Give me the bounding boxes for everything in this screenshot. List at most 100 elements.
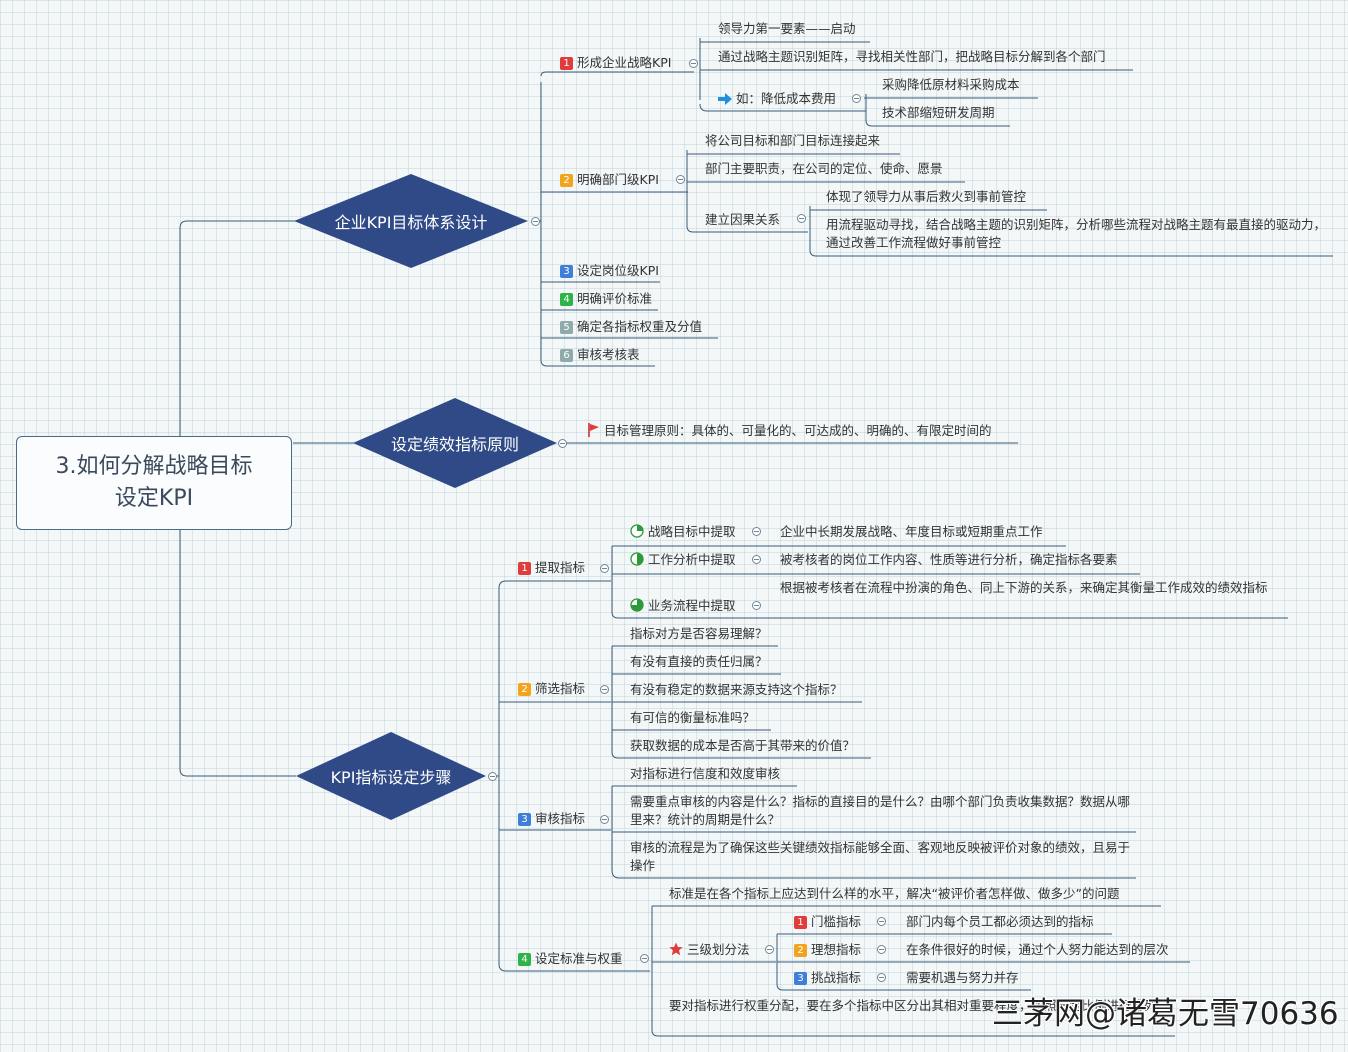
topic-label: 确定各指标权重及分值 [577,319,703,334]
collapse-toggle-icon[interactable] [689,59,698,68]
topic-review-process[interactable]: 审核的流程是为了确保这些关键绩效指标能够全面、客观地反映被评价对象的绩效，且易于… [630,840,1131,873]
collapse-toggle-icon[interactable] [600,685,609,694]
topic-question[interactable]: 获取数据的成本是否高于其带来的价值？ [630,738,856,753]
collapse-toggle-icon[interactable] [600,564,609,573]
branch-diamond-1[interactable] [294,174,528,268]
topic-from-job[interactable]: 工作分析中提取 [630,551,736,569]
collapse-toggle-icon[interactable] [752,527,761,536]
topic-connect-goals[interactable]: 将公司目标和部门目标连接起来 [705,133,881,148]
topic-label: 门槛指标 [811,914,862,929]
priority-2-badge: 2 [518,683,531,696]
collapse-toggle-icon[interactable] [797,214,806,223]
branch-diamond-2[interactable] [353,398,557,488]
topic-from-process[interactable]: 业务流程中提取 [630,597,736,615]
topic-question[interactable]: 有没有直接的责任归属？ [630,654,768,669]
topic-standard-weight[interactable]: 4 设定标准与权重 [518,950,623,968]
collapse-toggle-icon[interactable] [488,772,497,781]
topic-label: 如：降低成本费用 [736,91,837,106]
root-topic[interactable]: 3.如何分解战略目标 设定KPI [16,436,292,530]
priority-1-badge: 1 [794,916,807,929]
topic-label: 工作分析中提取 [648,552,736,567]
topic-label: 明确部门级KPI [577,172,659,187]
progress-quarter-icon [630,524,644,538]
topic-label: 形成企业战略KPI [577,55,672,70]
priority-4-badge: 4 [518,953,531,966]
priority-4-badge: 4 [560,293,573,306]
topic-from-strategy[interactable]: 战略目标中提取 [630,523,736,541]
branch-design[interactable]: 企业KPI目标体系设计 [294,174,528,268]
topic-process-desc[interactable]: 根据被考核者在流程中扮演的角色、同上下游的关系，来确定其衡量工作成效的绩效指标 [780,580,1268,595]
branch-design-label: 企业KPI目标体系设计 [334,213,488,232]
topic-causality[interactable]: 建立因果关系 [705,212,781,227]
collapse-toggle-icon[interactable] [640,954,649,963]
collapse-toggle-icon[interactable] [531,217,540,226]
topic-dept-duty[interactable]: 部门主要职责，在公司的定位、使命、愿景 [705,161,943,176]
topic-standard-def[interactable]: 标准是在各个指标上应达到什么样的水平，解决“被评价者怎样做、做多少”的问题 [669,886,1120,901]
collapse-toggle-icon[interactable] [877,945,886,954]
priority-5-badge: 5 [560,321,573,334]
collapse-toggle-icon[interactable] [558,439,567,448]
topic-reduce-cost[interactable]: 如：降低成本费用 [718,90,836,108]
topic-dept-kpi[interactable]: 2 明确部门级KPI [560,171,659,189]
topic-ideal-desc[interactable]: 在条件很好的时候，通过个人努力能达到的层次 [906,942,1169,957]
topic-review-content[interactable]: 需要重点审核的内容是什么？指标的直接目的是什么？由哪个部门负责收集数据？数据从哪… [630,794,1131,827]
topic-strategy-kpi[interactable]: 1 形成企业战略KPI [560,54,671,72]
topic-purchase-cost[interactable]: 采购降低原材料采购成本 [882,77,1020,92]
collapse-toggle-icon[interactable] [676,175,685,184]
topic-label: 理想指标 [811,942,862,957]
topic-label: 设定岗位级KPI [577,263,659,278]
branch-principle-label: 设定绩效指标原则 [390,435,519,454]
topic-label: 业务流程中提取 [648,598,736,613]
priority-3-badge: 3 [518,813,531,826]
collapse-toggle-icon[interactable] [877,917,886,926]
topic-label: 设定标准与权重 [535,951,623,966]
priority-1-badge: 1 [560,57,573,70]
collapse-toggle-icon[interactable] [877,973,886,982]
topic-reliability[interactable]: 对指标进行信度和效度审核 [630,766,781,781]
topic-label: 战略目标中提取 [648,524,736,539]
topic-job-desc[interactable]: 被考核者的岗位工作内容、性质等进行分析，确定指标各要素 [780,552,1118,567]
topic-threshold-desc[interactable]: 部门内每个员工都必须达到的指标 [906,914,1094,929]
topic-label: 目标管理原则：具体的、可量化的、可达成的、明确的、有限定时间的 [604,423,992,438]
collapse-toggle-icon[interactable] [600,815,609,824]
topic-question[interactable]: 指标对方是否容易理解？ [630,626,768,641]
branch-steps-label: KPI指标设定步骤 [330,768,452,787]
topic-question[interactable]: 有可信的衡量标准吗？ [630,710,756,725]
topic-leadership-control[interactable]: 体现了领导力从事后救火到事前管控 [826,189,1027,204]
collapse-toggle-icon[interactable] [765,945,774,954]
priority-6-badge: 6 [560,349,573,362]
topic-rd-cycle[interactable]: 技术部缩短研发周期 [882,105,995,120]
topic-process-driven[interactable]: 用流程驱动寻找，结合战略主题的识别矩阵，分析哪些流程对战略主题有最直接的驱动力，… [826,217,1327,250]
topic-three-level[interactable]: 三级划分法 [669,941,750,959]
topic-ideal[interactable]: 2 理想指标 [794,941,861,959]
topic-question[interactable]: 有没有稳定的数据来源支持这个指标？ [630,682,843,697]
priority-2-badge: 2 [560,174,573,187]
topic-weight-score[interactable]: 5 确定各指标权重及分值 [560,318,702,336]
topic-mbo-principle[interactable]: 目标管理原则：具体的、可量化的、可达成的、明确的、有限定时间的 [588,422,992,440]
topic-leadership-start[interactable]: 领导力第一要素——启动 [718,21,856,36]
topic-strategy-desc[interactable]: 企业中长期发展战略、年度目标或短期重点工作 [780,524,1043,539]
priority-2-badge: 2 [794,944,807,957]
topic-threshold[interactable]: 1 门槛指标 [794,913,861,931]
priority-3-badge: 3 [794,972,807,985]
topic-review-form[interactable]: 6 审核考核表 [560,346,640,364]
flag-icon [588,423,599,437]
branch-steps[interactable]: KPI指标设定步骤 [296,732,486,820]
collapse-toggle-icon[interactable] [752,601,761,610]
topic-label: 审核考核表 [577,347,640,362]
collapse-toggle-icon[interactable] [752,555,761,564]
topic-challenge-desc[interactable]: 需要机遇与努力并存 [906,970,1019,985]
topic-strategy-matrix[interactable]: 通过战略主题识别矩阵，寻找相关性部门，把战略目标分解到各个部门 [718,49,1106,64]
branch-principle[interactable]: 设定绩效指标原则 [353,398,557,488]
topic-weight-allocation[interactable]: 要对指标进行权重分配，要在多个指标中区分出其相对重要程度，按照一定比例进行排列 [669,998,1157,1013]
watermark: 三茅网@诸葛无雪70636 [992,996,1339,1032]
branch-diamond-3[interactable] [296,732,486,820]
collapse-toggle-icon[interactable] [852,94,861,103]
